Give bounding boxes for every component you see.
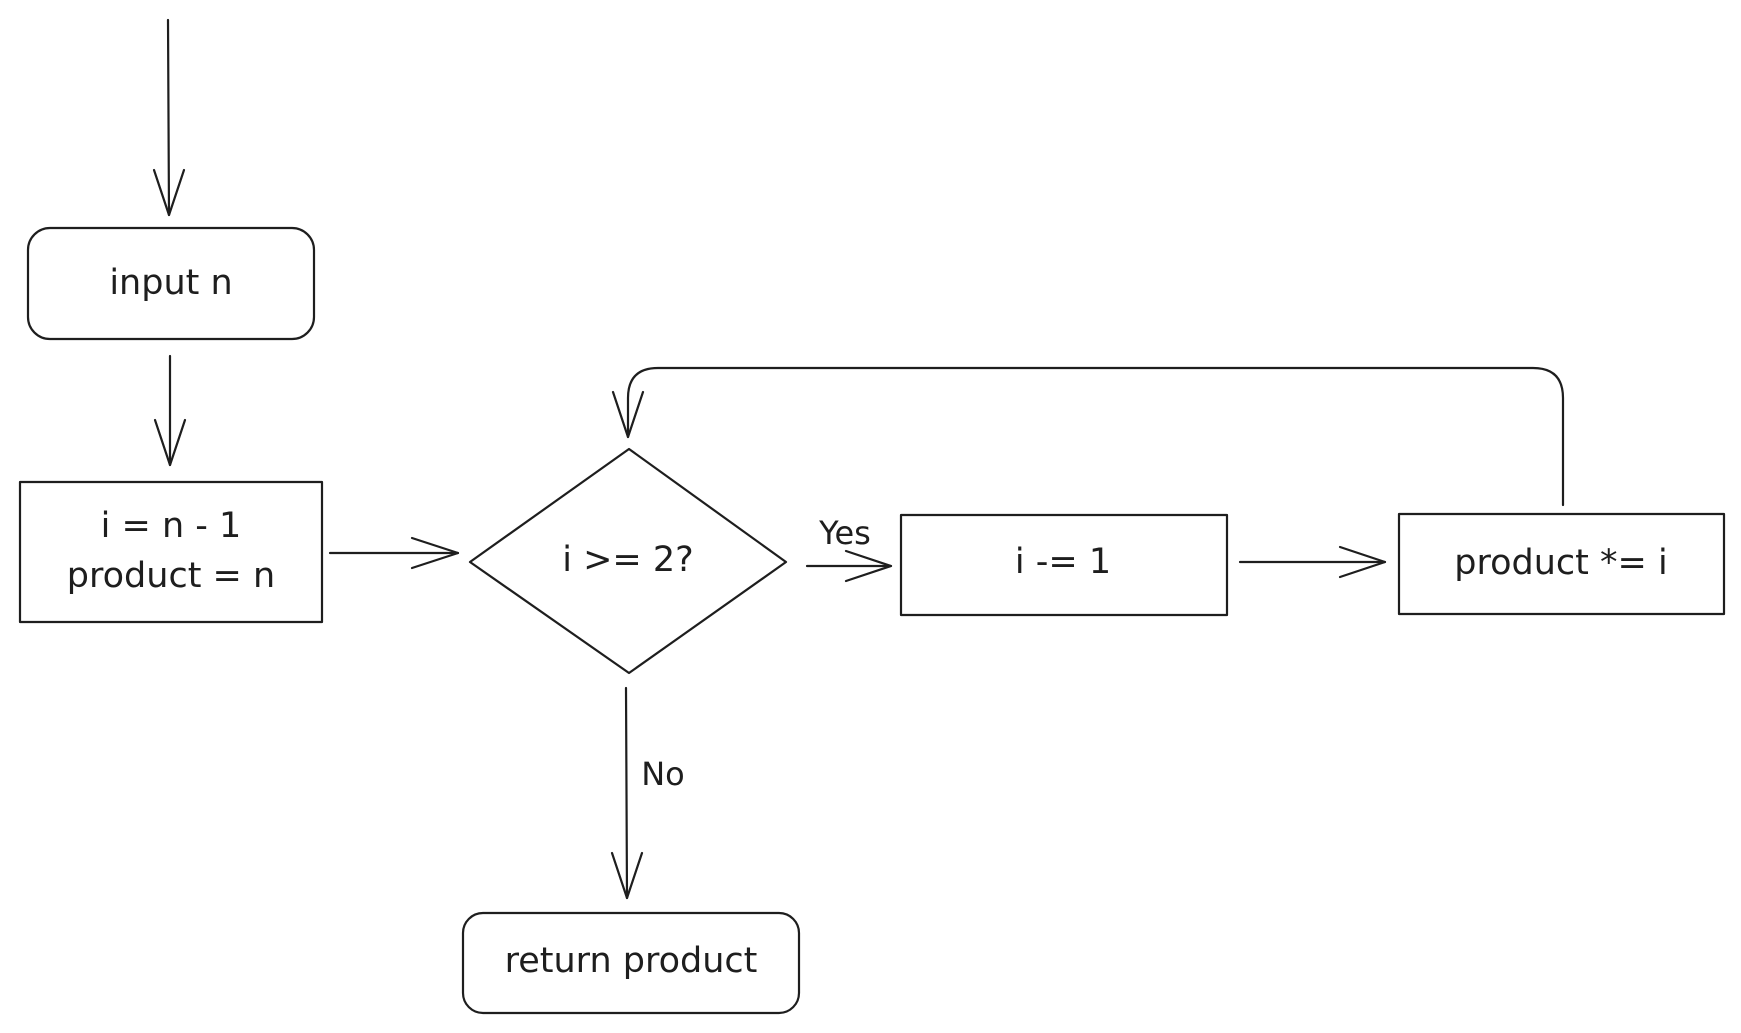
arrow-loop-back-to-decision [611, 366, 1565, 507]
node-init-line-1: i = n - 1 [101, 506, 242, 546]
node-decision: i >= 2? [468, 447, 788, 675]
node-init-line-2: product = n [67, 556, 275, 596]
arrow-decrement-to-multiply [1238, 545, 1387, 579]
node-return-label: return product [505, 941, 758, 981]
node-decision-label: i >= 2? [562, 540, 693, 580]
node-multiply: product *= i [1397, 512, 1726, 616]
node-input-label: input n [109, 263, 232, 303]
node-return: return product [461, 911, 801, 1015]
node-multiply-label: product *= i [1454, 543, 1667, 583]
node-init: i = n - 1 product = n [18, 480, 324, 624]
arrow-decision-no-to-return [610, 686, 644, 900]
arrow-input-to-init [153, 354, 187, 467]
edge-label-no: No [641, 755, 685, 793]
arrow-entry [152, 18, 186, 217]
node-input: input n [26, 226, 316, 341]
arrow-init-to-decision [328, 536, 460, 570]
edge-label-yes: Yes [818, 514, 871, 552]
arrow-decision-yes-to-decrement [805, 549, 893, 583]
node-decrement-label: i -= 1 [1015, 542, 1111, 582]
node-decrement: i -= 1 [899, 513, 1229, 617]
